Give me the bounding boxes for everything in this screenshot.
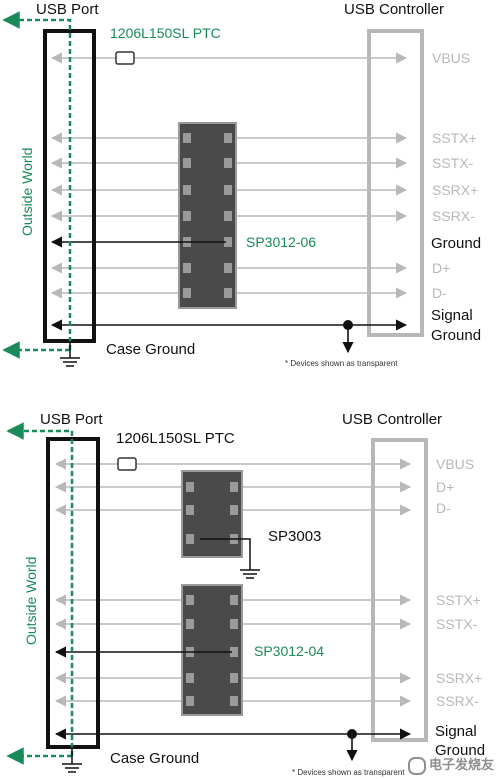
bottom-sp3012-04-label: SP3012-04 (254, 643, 324, 659)
bottom-signal-dminus: D- (436, 500, 451, 516)
bottom-signal-sstx-plus: SSTX+ (436, 592, 481, 608)
top-signal-dminus: D- (432, 285, 447, 301)
top-earth-ground-icon (60, 341, 80, 367)
bottom-case-ground-label: Case Ground (110, 750, 199, 767)
top-case-ground-path (2, 11, 72, 350)
bottom-ptc-label: 1206L150SL PTC (116, 430, 235, 447)
bottom-outside-world-label: Outside World (23, 557, 39, 645)
top-signal-ground-label-1: Signal (431, 307, 473, 324)
bottom-usb-controller-box (371, 438, 428, 742)
watermark-logo: 电子发烧友 (407, 754, 494, 775)
bottom-note: * Devices shown as transparent (292, 768, 405, 777)
top-signal-dplus: D+ (432, 260, 450, 276)
top-outside-world-label: Outside World (19, 148, 35, 236)
bottom-earth-ground-icon (62, 747, 82, 773)
top-note: * Devices shown as transparent (285, 359, 398, 368)
bottom-usb-port-label: USB Port (40, 411, 103, 428)
watermark-icon (407, 757, 426, 775)
bottom-ptc-fuse (117, 457, 137, 471)
bottom-sp3003-ground (200, 538, 260, 579)
top-diagram: USB Port USB Controller 1206L150SL PTC (2, 1, 481, 368)
top-case-ground-label: Case Ground (106, 341, 195, 358)
bottom-chip-sp3012-04 (181, 584, 243, 716)
top-signal-ssrx-minus: SSRX- (432, 208, 475, 224)
bottom-chip-sp3003 (181, 470, 243, 558)
bottom-signal-sstx-minus: SSTX- (436, 616, 478, 632)
top-ptc-fuse (115, 51, 135, 65)
top-usb-controller-label: USB Controller (344, 1, 444, 18)
top-signal-ssrx-plus: SSRX+ (432, 182, 478, 198)
top-signal-ground: Ground (431, 235, 481, 252)
top-usb-controller-box (367, 29, 424, 337)
top-sp3012-06-label: SP3012-06 (246, 234, 316, 250)
bottom-signal-ground-label-2: Ground (435, 742, 485, 759)
bottom-signal-ssrx-plus: SSRX+ (436, 670, 482, 686)
bottom-signal-ground-label-1: Signal (435, 723, 477, 740)
bottom-signal-dplus: D+ (436, 479, 454, 495)
top-signal-ground-label-2: Ground (431, 327, 481, 344)
top-signal-sstx-plus: SSTX+ (432, 130, 477, 146)
top-chip-sp3012-06 (178, 122, 237, 309)
bottom-sp3003-label: SP3003 (268, 528, 321, 545)
bottom-signal-vbus: VBUS (436, 456, 474, 472)
bottom-diagram: USB Port USB Controller 1206L150SL PTC (6, 411, 485, 777)
top-signal-vbus: VBUS (432, 50, 470, 66)
watermark-text: 电子发烧友 (428, 757, 494, 773)
top-ptc-label: 1206L150SL PTC (110, 25, 221, 41)
top-usb-port-label: USB Port (36, 1, 99, 18)
bottom-signal-ssrx-minus: SSRX- (436, 693, 479, 709)
bottom-usb-controller-label: USB Controller (342, 411, 442, 428)
bottom-case-ground-path (6, 422, 74, 756)
top-signal-sstx-minus: SSTX- (432, 155, 474, 171)
